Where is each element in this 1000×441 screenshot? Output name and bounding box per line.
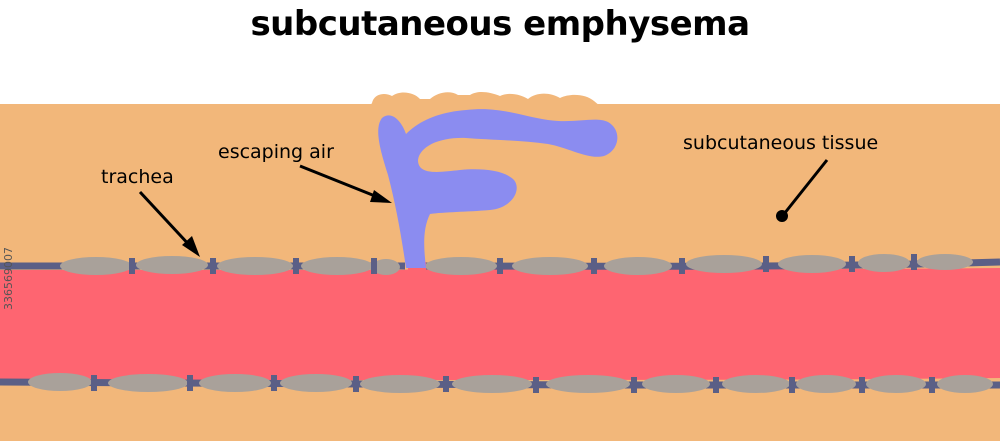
subcutaneous-tissue-pointer <box>776 159 829 222</box>
trachea-label: trachea <box>101 166 174 188</box>
trachea-pointer <box>138 190 200 257</box>
trachea-wall-joints <box>91 254 935 393</box>
trachea-lumen <box>0 268 1000 381</box>
skin-surface-bumps <box>370 92 600 106</box>
cartilage-rings-lower <box>28 373 993 393</box>
escaping-air-shape <box>378 109 618 268</box>
escaping-air-label: escaping air <box>218 141 334 163</box>
subcutaneous-tissue-label: subcutaneous tissue <box>683 132 878 154</box>
escaping-air-pointer <box>299 164 392 203</box>
stock-image-id: 336569007 <box>2 247 15 310</box>
diagram-title: subcutaneous emphysema <box>250 4 750 44</box>
cartilage-rings-upper <box>60 254 973 275</box>
